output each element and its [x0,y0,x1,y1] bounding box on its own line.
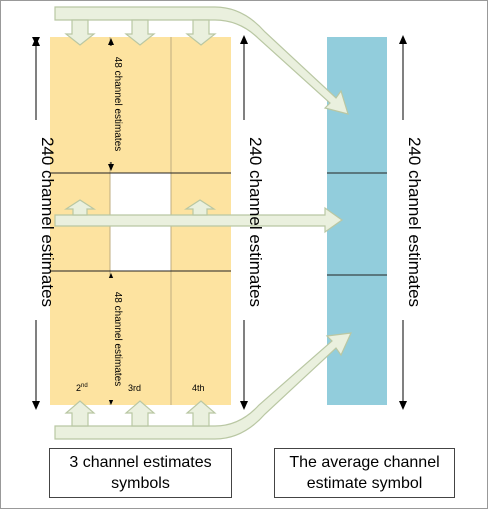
right-caption-line-1: The average channel [289,454,440,471]
left-vertical-label: 240 channel estimates [38,137,57,307]
top-down-arrow-3 [185,19,217,46]
middle-combine-arrow [54,199,344,234]
middle-up-arrow-3 [183,199,217,216]
bottom-combine-arrow [54,332,352,440]
top-inner-label-bg [104,46,118,162]
left-arrowhead-up [32,37,40,46]
top-combine-arrow [54,6,349,115]
col-3rd-label: 3rd [128,383,141,393]
middle-vertical-label: 240 channel estimates [246,137,265,307]
right-caption: The average channel estimate symbol [274,448,455,498]
top-inner-arrowhead-up [108,38,114,45]
bottom-up-arrow-1 [64,400,96,427]
top-inner-arrowhead-down [108,164,114,171]
middle-arrowhead-down [240,401,248,410]
left-caption-line-1: 3 channel estimates [69,454,212,471]
right-vertical-label: 240 channel estimates [405,137,424,307]
middle-up-arrow-1 [63,199,97,216]
left-arrowhead-down [32,401,40,410]
col-4th-label: 4th [192,383,205,393]
bottom-up-arrow-2 [124,400,156,427]
right-caption-line-2: estimate symbol [306,475,423,492]
middle-arrowhead-up [240,35,248,44]
bottom-inner-label-bg [104,278,118,400]
left-caption-line-2: symbols [111,475,170,492]
top-down-arrow-2 [124,19,156,46]
bottom-up-arrow-3 [185,400,217,427]
top-down-arrow-1 [64,19,96,46]
right-arrowhead-down [399,401,407,410]
left-caption: 3 channel estimates symbols [49,448,232,498]
top-inner-label: 48 channel estimates [112,57,123,152]
bottom-inner-label: 48 channel estimates [112,292,123,387]
right-arrowhead-up [399,35,407,44]
col-2nd-label: 2nd [76,383,88,393]
